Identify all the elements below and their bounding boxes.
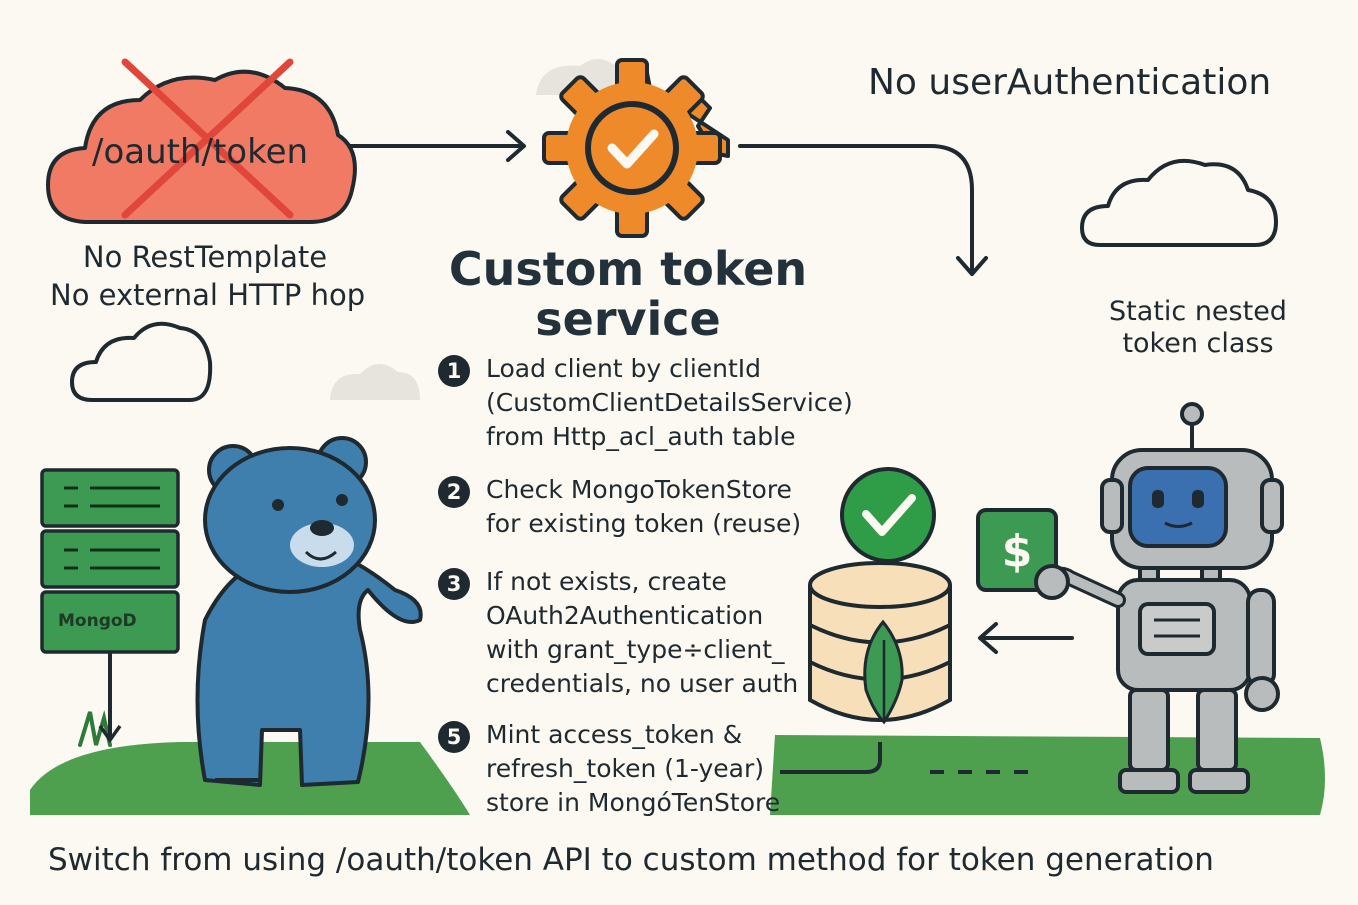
title-line: service — [535, 292, 721, 346]
note-line: No external HTTP hop — [50, 278, 366, 312]
cloud-icon — [70, 321, 213, 402]
static-class-label: Static nested token class — [1098, 296, 1298, 360]
ground-right — [770, 735, 1325, 815]
faint-cloud — [330, 363, 420, 400]
step-line: (CustomClientDetailsService) — [486, 388, 853, 417]
step-line: Mint access_token & — [486, 720, 743, 749]
old-endpoint-label: /oauth/token — [92, 132, 309, 172]
static-line: Static nested — [1109, 296, 1287, 327]
grass-tuft — [78, 710, 112, 747]
step-line: Check MongoTokenStore — [486, 475, 792, 504]
static-line: token class — [1122, 328, 1274, 359]
arrow-icon — [348, 130, 526, 162]
step-text: Load client by clientId (CustomClientDet… — [486, 352, 853, 454]
no-user-auth-label: No userAuthentication — [868, 62, 1272, 103]
svg-text:$: $ — [1002, 526, 1033, 577]
arrow-icon — [978, 622, 1074, 654]
note-line: No RestTemplate — [82, 240, 328, 274]
step-line: credentials, no user auth — [486, 669, 799, 698]
bear-illustration — [195, 436, 423, 787]
step-number-badge: 1 — [438, 355, 470, 387]
db-sign-label: MongoD — [58, 611, 137, 631]
robot-illustration — [1042, 402, 1284, 794]
server-rack-icon — [40, 468, 180, 744]
gear-check-icon — [542, 58, 730, 238]
step-line: If not exists, create — [486, 567, 727, 596]
step-number-badge: 3 — [438, 568, 470, 600]
title-line: Custom token — [448, 242, 808, 296]
step-number-badge: 5 — [438, 721, 470, 753]
step-line: from Http_acl_auth table — [486, 422, 796, 451]
check-badge-icon — [840, 467, 936, 563]
step-line: OAuth2Authentication — [486, 601, 764, 630]
arrow-icon — [738, 144, 988, 276]
step-line: for existing token (reuse) — [486, 509, 802, 538]
old-endpoint-notes: No RestTemplate No external HTTP hop — [50, 238, 366, 314]
step-line: refresh_token (1-year) — [486, 754, 765, 783]
step-text: Check MongoTokenStore for existing token… — [486, 473, 801, 541]
step-text: Mint access_token & refresh_token (1-yea… — [486, 718, 780, 820]
leaf-icon — [863, 619, 904, 725]
cloud-icon — [1080, 158, 1278, 247]
step-text: If not exists, create OAuth2Authenticati… — [486, 565, 798, 701]
connector-line — [780, 742, 882, 774]
cross-icon — [121, 58, 294, 219]
step-number-badge: 2 — [438, 476, 470, 508]
dollar-card-icon: $ — [976, 508, 1070, 600]
step-line: with grant_type÷client_ — [486, 635, 785, 664]
step-line: Load client by clientId — [486, 354, 762, 383]
diagram-title: Custom token service — [448, 244, 808, 344]
step-line: store in MongóTenStore — [486, 788, 781, 817]
footer-caption: Switch from using /oauth/token API to cu… — [48, 842, 1214, 878]
